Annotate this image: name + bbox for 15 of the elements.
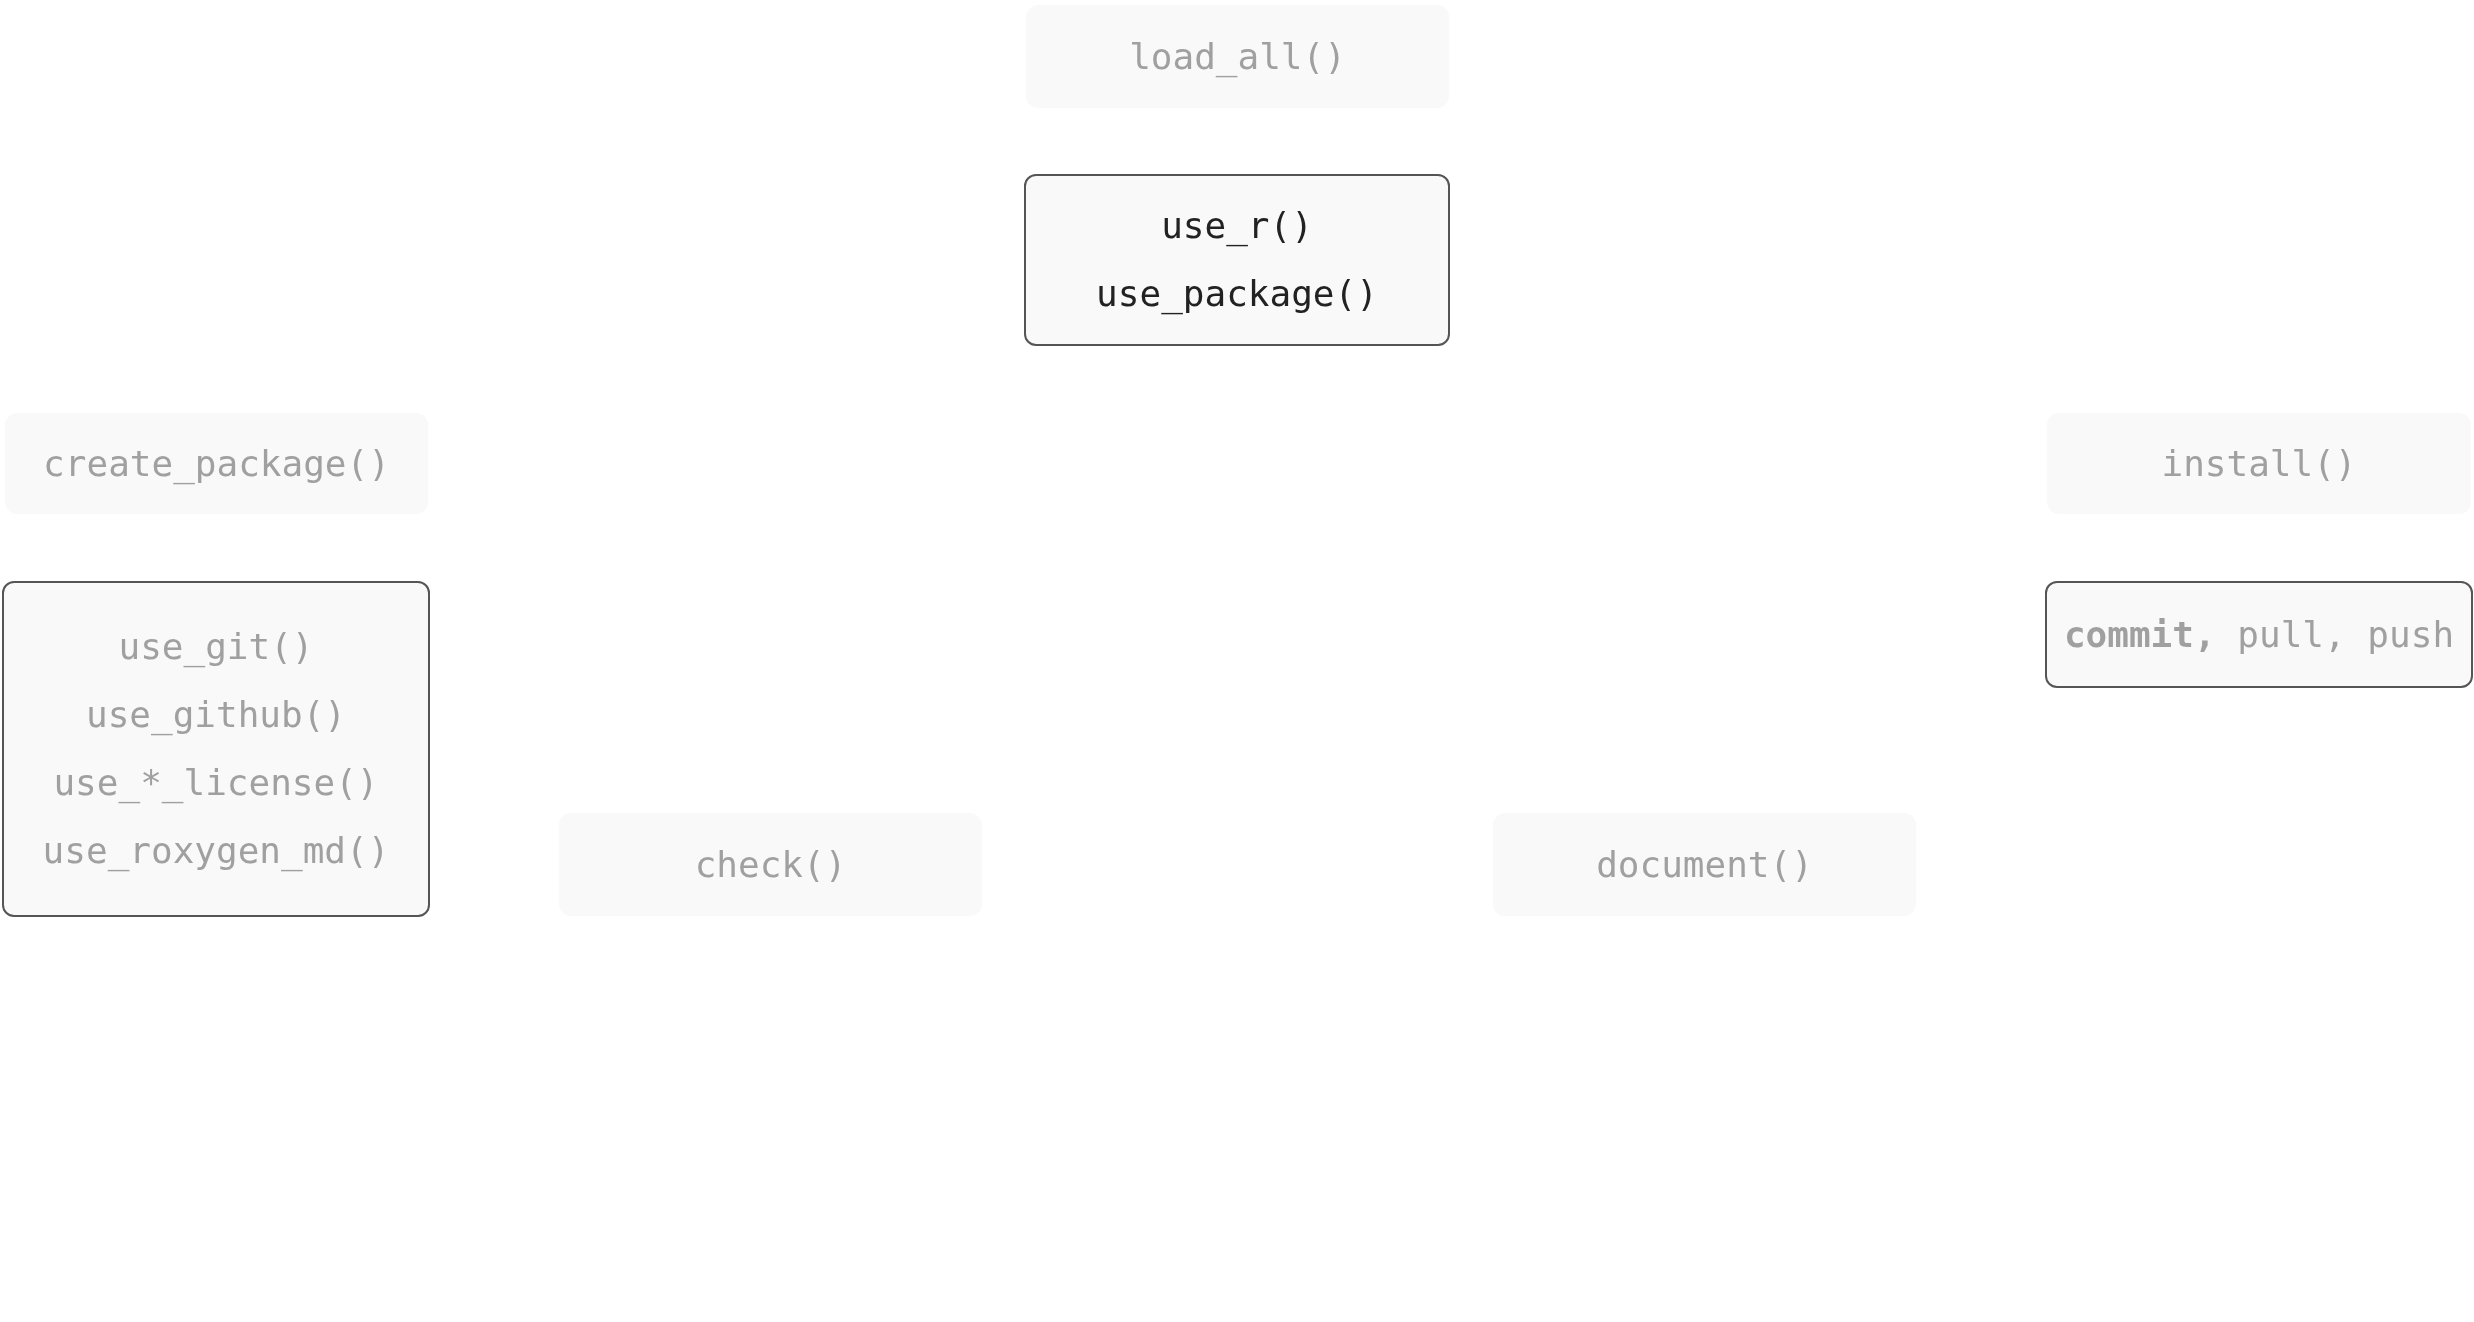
function-box xyxy=(2,581,430,917)
function-name: use_roxygen_md() xyxy=(42,829,390,874)
function-name: use_*_license() xyxy=(53,761,379,806)
function-name: document() xyxy=(1596,842,1813,887)
function-name: commit, pull, push xyxy=(2063,612,2455,657)
function-name: check() xyxy=(694,842,847,887)
function-box xyxy=(1024,174,1450,346)
function-name: install() xyxy=(2161,441,2357,486)
function-name: use_r() xyxy=(1161,204,1313,249)
git-actions-box xyxy=(2045,581,2473,688)
function-name: use_package() xyxy=(1096,272,1378,317)
function-name: use_git() xyxy=(118,625,314,670)
function-name: load_all() xyxy=(1129,34,1346,80)
function-name: use_github() xyxy=(85,693,347,738)
function-name: create_package() xyxy=(43,441,390,487)
